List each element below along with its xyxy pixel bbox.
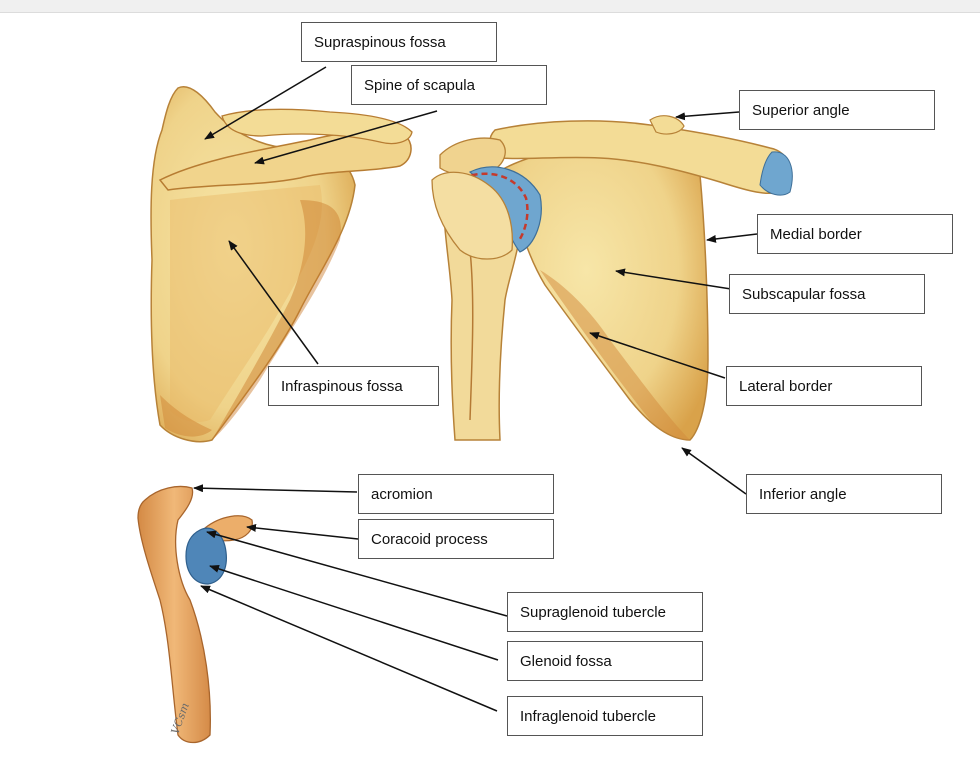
- label-infraspinous-fossa: Infraspinous fossa: [268, 366, 439, 406]
- label-acromion: acromion: [358, 474, 554, 514]
- label-lateral-border: Lateral border: [726, 366, 922, 406]
- arrow-superior-angle: [675, 111, 740, 121]
- acromion-posterior: [221, 108, 413, 145]
- arrow-acromion: [193, 484, 358, 493]
- arrow-subscapular-fossa: [615, 268, 732, 290]
- humerus-shaft-groove: [469, 249, 474, 421]
- superior-angle-process: [649, 115, 685, 135]
- browser-top-bar: [0, 0, 980, 13]
- posterior-scapula: [150, 85, 413, 443]
- arrow-medial-border: [706, 233, 758, 243]
- label-infraglenoid-tubercle: Infraglenoid tubercle: [507, 696, 703, 736]
- label-glenoid-fossa: Glenoid fossa: [507, 641, 703, 681]
- arrow-infraglenoid-tubercle: [200, 585, 498, 712]
- infraspinous-shading: [170, 185, 322, 422]
- spine-of-scapula-ridge: [158, 130, 412, 191]
- lateral-scapula-body: [137, 485, 211, 744]
- label-inferior-angle: Inferior angle: [746, 474, 942, 514]
- lateral-border-shading: [212, 200, 341, 440]
- label-superior-angle: Superior angle: [739, 90, 935, 130]
- clavicle: [489, 120, 791, 195]
- label-coracoid-process: Coracoid process: [358, 519, 554, 559]
- arrow-spine-of-scapula: [254, 110, 438, 165]
- anterior-scapula: [431, 115, 793, 441]
- anterior-scapula-body: [504, 131, 709, 441]
- arrow-lateral-border: [589, 332, 726, 379]
- lateral-border-anterior-shading: [540, 270, 690, 440]
- humeral-head: [431, 171, 514, 260]
- arrow-supraglenoid-tubercle: [206, 530, 508, 617]
- arrow-supraspinous-fossa: [204, 66, 327, 140]
- arrow-infraspinous-fossa: [228, 240, 319, 365]
- label-spine-of-scapula: Spine of scapula: [351, 65, 547, 105]
- glenoid-fossa-lateral: [185, 527, 227, 585]
- glenoid-dashed-outline: [461, 172, 529, 243]
- clavicle-sternal-cartilage: [759, 151, 793, 196]
- arrow-glenoid-fossa: [209, 564, 499, 661]
- inferior-edge-shading: [160, 395, 212, 437]
- arrow-inferior-angle: [681, 447, 747, 495]
- label-supraspinous-fossa: Supraspinous fossa: [301, 22, 497, 62]
- lateral-scapula: [137, 485, 253, 744]
- leader-lines: [193, 66, 758, 712]
- label-medial-border: Medial border: [757, 214, 953, 254]
- label-subscapular-fossa: Subscapular fossa: [729, 274, 925, 314]
- arrow-coracoid-process: [246, 523, 359, 540]
- label-supraglenoid-tubercle: Supraglenoid tubercle: [507, 592, 703, 632]
